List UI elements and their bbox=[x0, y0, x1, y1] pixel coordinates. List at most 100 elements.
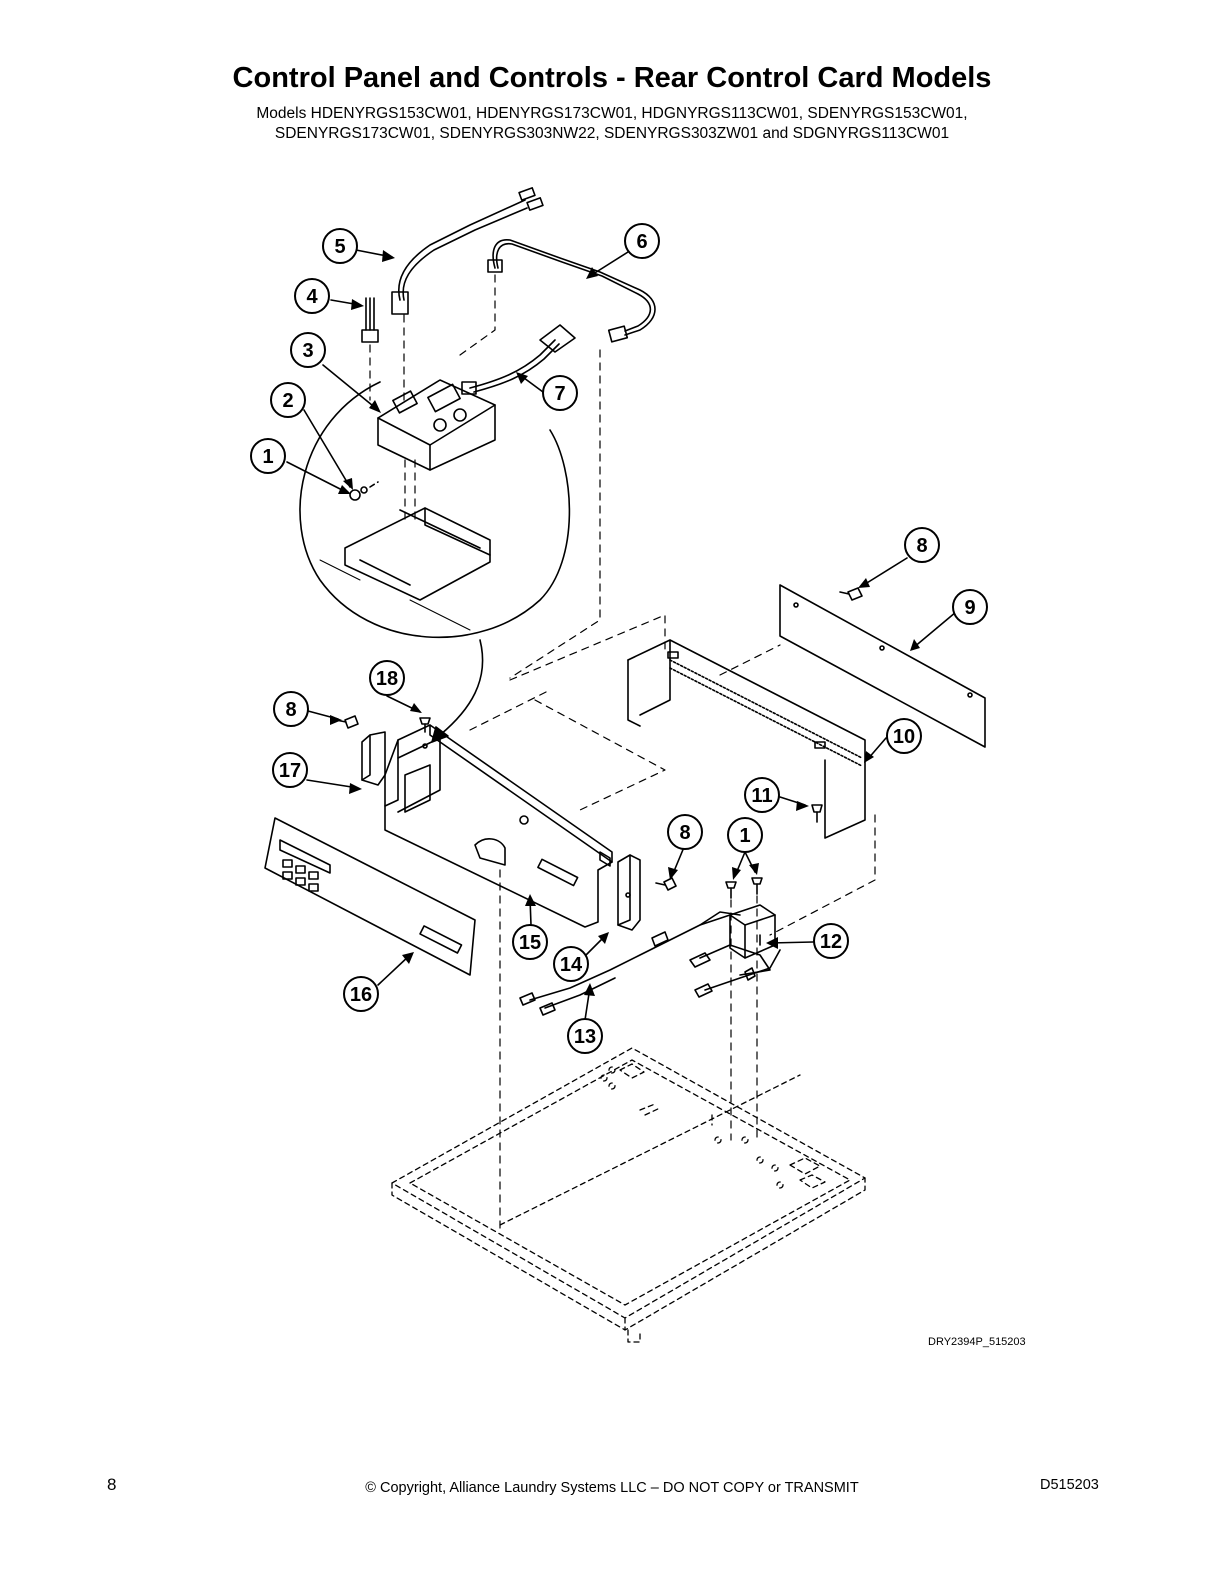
callout-number: 7 bbox=[554, 383, 565, 405]
detail-bubble bbox=[299, 381, 571, 639]
callout-number: 8 bbox=[916, 535, 927, 557]
callout-arrowheads bbox=[330, 250, 920, 996]
callout-8: 8 bbox=[273, 691, 309, 727]
model-list-line-2: SDENYRGS173CW01, SDENYRGS303NW22, SDENYR… bbox=[274, 125, 950, 142]
transformer-part bbox=[729, 904, 776, 959]
screw-part bbox=[839, 587, 863, 601]
console-bracket-part bbox=[627, 639, 866, 839]
callout-6: 6 bbox=[624, 223, 660, 259]
callout-number: 10 bbox=[893, 726, 915, 748]
callout-leaders bbox=[286, 249, 957, 1021]
callout-16: 16 bbox=[343, 976, 379, 1012]
callout-number: 1 bbox=[739, 825, 750, 847]
drawing-code: DRY2394P_515203 bbox=[928, 1336, 1026, 1348]
copyright-notice: © Copyright, Alliance Laundry Systems LL… bbox=[365, 1480, 859, 1496]
screw-part bbox=[811, 804, 823, 823]
callout-number: 18 bbox=[376, 668, 398, 690]
callout-1: 1 bbox=[727, 817, 763, 853]
rear-panel-hole bbox=[793, 602, 799, 608]
callout-5: 5 bbox=[322, 228, 358, 264]
callout-circle bbox=[512, 924, 548, 960]
callout-number: 9 bbox=[964, 597, 975, 619]
callout-number: 8 bbox=[679, 822, 690, 844]
callout-12: 12 bbox=[813, 923, 849, 959]
page-number: 8 bbox=[107, 1475, 117, 1494]
callout-8: 8 bbox=[667, 814, 703, 850]
alignment-lines-lower bbox=[730, 895, 758, 1141]
wire-harness-part bbox=[519, 911, 781, 1016]
rear-panel-hole bbox=[879, 645, 885, 651]
alignment-lines-top bbox=[369, 274, 601, 679]
document-number: D515203 bbox=[1040, 1477, 1099, 1493]
ribbon-harness-part bbox=[461, 324, 576, 395]
callout-circle bbox=[904, 527, 940, 563]
main-harness-part bbox=[487, 239, 656, 343]
callout-circle bbox=[294, 278, 330, 314]
callout-circle bbox=[567, 1018, 603, 1054]
callout-circle bbox=[667, 814, 703, 850]
callout-circle bbox=[270, 382, 306, 418]
callout-circle bbox=[250, 438, 286, 474]
control-panel-part bbox=[384, 724, 613, 928]
screw-part bbox=[335, 715, 359, 729]
callout-circle bbox=[813, 923, 849, 959]
callout-13: 13 bbox=[567, 1018, 603, 1054]
callout-18: 18 bbox=[369, 660, 405, 696]
callout-circle bbox=[886, 718, 922, 754]
callout-7: 7 bbox=[542, 375, 578, 411]
connector-part bbox=[361, 297, 379, 343]
callout-circle bbox=[273, 691, 309, 727]
callout-15: 15 bbox=[512, 924, 548, 960]
screw-part bbox=[655, 877, 677, 891]
alignment-lines-center bbox=[469, 614, 876, 1231]
callout-number: 11 bbox=[751, 785, 772, 807]
end-bracket-part bbox=[361, 731, 386, 786]
model-list: Models HDENYRGS153CW01, HDENYRGS173CW01,… bbox=[0, 104, 1224, 144]
callout-17: 17 bbox=[272, 752, 308, 788]
callout-number: 5 bbox=[334, 236, 345, 258]
model-list-line-1: Models HDENYRGS153CW01, HDENYRGS173CW01,… bbox=[256, 105, 968, 122]
callout-2: 2 bbox=[270, 382, 306, 418]
dryer-top-part bbox=[391, 1047, 866, 1343]
callout-circle bbox=[744, 777, 780, 813]
callout-circle bbox=[290, 332, 326, 368]
rear-panel-hole bbox=[967, 692, 973, 698]
callout-number: 1 bbox=[262, 446, 273, 468]
callout-number: 6 bbox=[636, 231, 647, 253]
board-bracket-part bbox=[319, 507, 491, 631]
callout-number: 12 bbox=[820, 931, 842, 953]
callout-1: 1 bbox=[250, 438, 286, 474]
screw-washer-part bbox=[349, 481, 379, 501]
callout-circle bbox=[343, 976, 379, 1012]
control-board-part bbox=[377, 379, 496, 471]
control-overlay-part bbox=[264, 817, 476, 976]
callout-circle bbox=[369, 660, 405, 696]
callout-circle bbox=[624, 223, 660, 259]
callout-number: 3 bbox=[302, 340, 313, 362]
callout-9: 9 bbox=[952, 589, 988, 625]
callout-number: 13 bbox=[574, 1026, 596, 1048]
detail-leader bbox=[439, 639, 484, 736]
rear-panel-part bbox=[779, 584, 986, 748]
callout-circle bbox=[272, 752, 308, 788]
callout-number: 17 bbox=[279, 760, 301, 782]
callout-circle bbox=[542, 375, 578, 411]
callout-circle bbox=[727, 817, 763, 853]
callout-number: 14 bbox=[560, 954, 583, 976]
callout-8: 8 bbox=[904, 527, 940, 563]
callout-circle bbox=[553, 946, 589, 982]
callout-number: 2 bbox=[282, 390, 293, 412]
screw-part bbox=[725, 877, 763, 899]
callout-11: 11 bbox=[744, 777, 780, 813]
callout-circle bbox=[322, 228, 358, 264]
page-title: Control Panel and Controls - Rear Contro… bbox=[232, 62, 992, 94]
callout-3: 3 bbox=[290, 332, 326, 368]
callout-number: 16 bbox=[350, 984, 372, 1006]
screw-part bbox=[419, 717, 431, 733]
callout-number: 4 bbox=[306, 286, 318, 308]
callout-number: 8 bbox=[285, 699, 296, 721]
callout-10: 10 bbox=[886, 718, 922, 754]
callout-circle bbox=[952, 589, 988, 625]
